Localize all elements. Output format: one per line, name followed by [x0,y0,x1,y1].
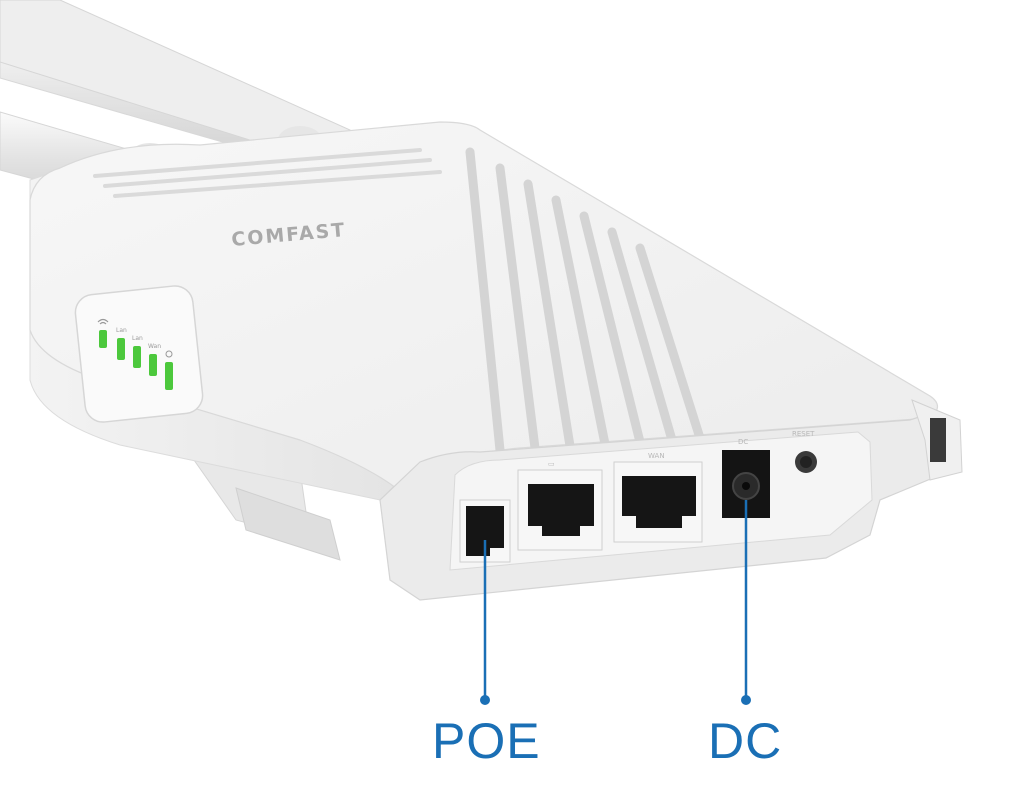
wifi-icon [97,318,109,325]
led-power [165,350,173,390]
callout-label-dc: DC [708,713,783,769]
wan-port: WAN [613,452,703,543]
top-ridges-diagonal [465,147,705,455]
callout-dc-line [741,500,751,705]
top-ridges-left [93,148,442,198]
dc-port-mark: DC [738,438,748,446]
led-lan-2: Lan [132,335,143,368]
reset-port-mark: RESET [792,430,815,438]
led-label-lan-2: Lan [132,335,143,342]
led-label-lan-1: Lan [116,327,127,334]
led-label-wan: Wan [148,343,161,350]
led-wifi [97,318,109,348]
lan-port: ▭ [517,460,603,551]
led-wan: Wan [148,343,161,376]
led-lan-1: Lan [116,327,127,360]
led-panel: Lan Lan Wan [74,285,204,423]
callout-label-poe: POE [432,713,541,769]
lan-port-mark: ▭ [548,460,555,468]
reset-button: RESET [792,430,817,473]
wan-port-mark: WAN [648,452,665,460]
callout-poe-line [480,540,490,705]
power-icon [165,350,173,358]
poe-lan-port [459,499,511,563]
